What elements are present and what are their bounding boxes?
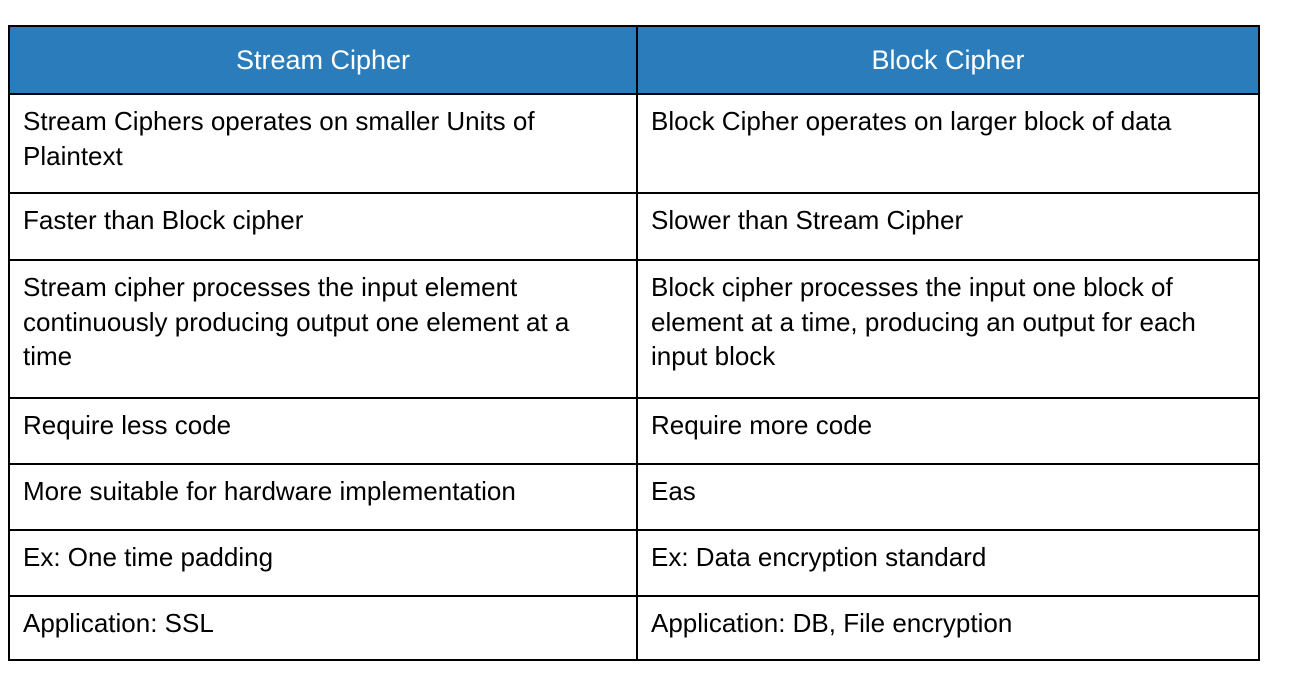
column-header-block-cipher: Block Cipher: [636, 25, 1260, 95]
table-row: Require less code Require more code: [8, 397, 1260, 465]
cell-block-cipher: Block Cipher operates on larger block of…: [636, 93, 1260, 194]
cell-stream-cipher: Application: SSL: [8, 595, 638, 661]
cell-stream-cipher: Stream cipher processes the input elemen…: [8, 259, 638, 399]
cell-stream-cipher: More suitable for hardware implementatio…: [8, 463, 638, 531]
cell-stream-cipher: Require less code: [8, 397, 638, 465]
cell-block-cipher: Block cipher processes the input one blo…: [636, 259, 1260, 399]
table-row: Application: SSL Application: DB, File e…: [8, 595, 1260, 661]
cell-stream-cipher: Ex: One time padding: [8, 529, 638, 597]
table-row: Faster than Block cipher Slower than Str…: [8, 192, 1260, 261]
cell-block-cipher: Slower than Stream Cipher: [636, 192, 1260, 261]
table-row: Stream Ciphers operates on smaller Units…: [8, 93, 1260, 194]
table-row: Ex: One time padding Ex: Data encryption…: [8, 529, 1260, 597]
cell-block-cipher: Require more code: [636, 397, 1260, 465]
comparison-table: Stream Cipher Block Cipher Stream Cipher…: [8, 25, 1260, 661]
table-row: Stream cipher processes the input elemen…: [8, 259, 1260, 399]
cell-block-cipher: Application: DB, File encryption: [636, 595, 1260, 661]
cell-stream-cipher: Stream Ciphers operates on smaller Units…: [8, 93, 638, 194]
table-header: Stream Cipher Block Cipher: [8, 25, 1260, 95]
table-body: Stream Ciphers operates on smaller Units…: [8, 93, 1260, 661]
comparison-table-container: Stream Cipher Block Cipher Stream Cipher…: [8, 25, 1260, 661]
cell-block-cipher: Eas: [636, 463, 1260, 531]
cell-stream-cipher: Faster than Block cipher: [8, 192, 638, 261]
table-header-row: Stream Cipher Block Cipher: [8, 25, 1260, 95]
column-header-stream-cipher: Stream Cipher: [8, 25, 638, 95]
cell-block-cipher: Ex: Data encryption standard: [636, 529, 1260, 597]
table-row: More suitable for hardware implementatio…: [8, 463, 1260, 531]
